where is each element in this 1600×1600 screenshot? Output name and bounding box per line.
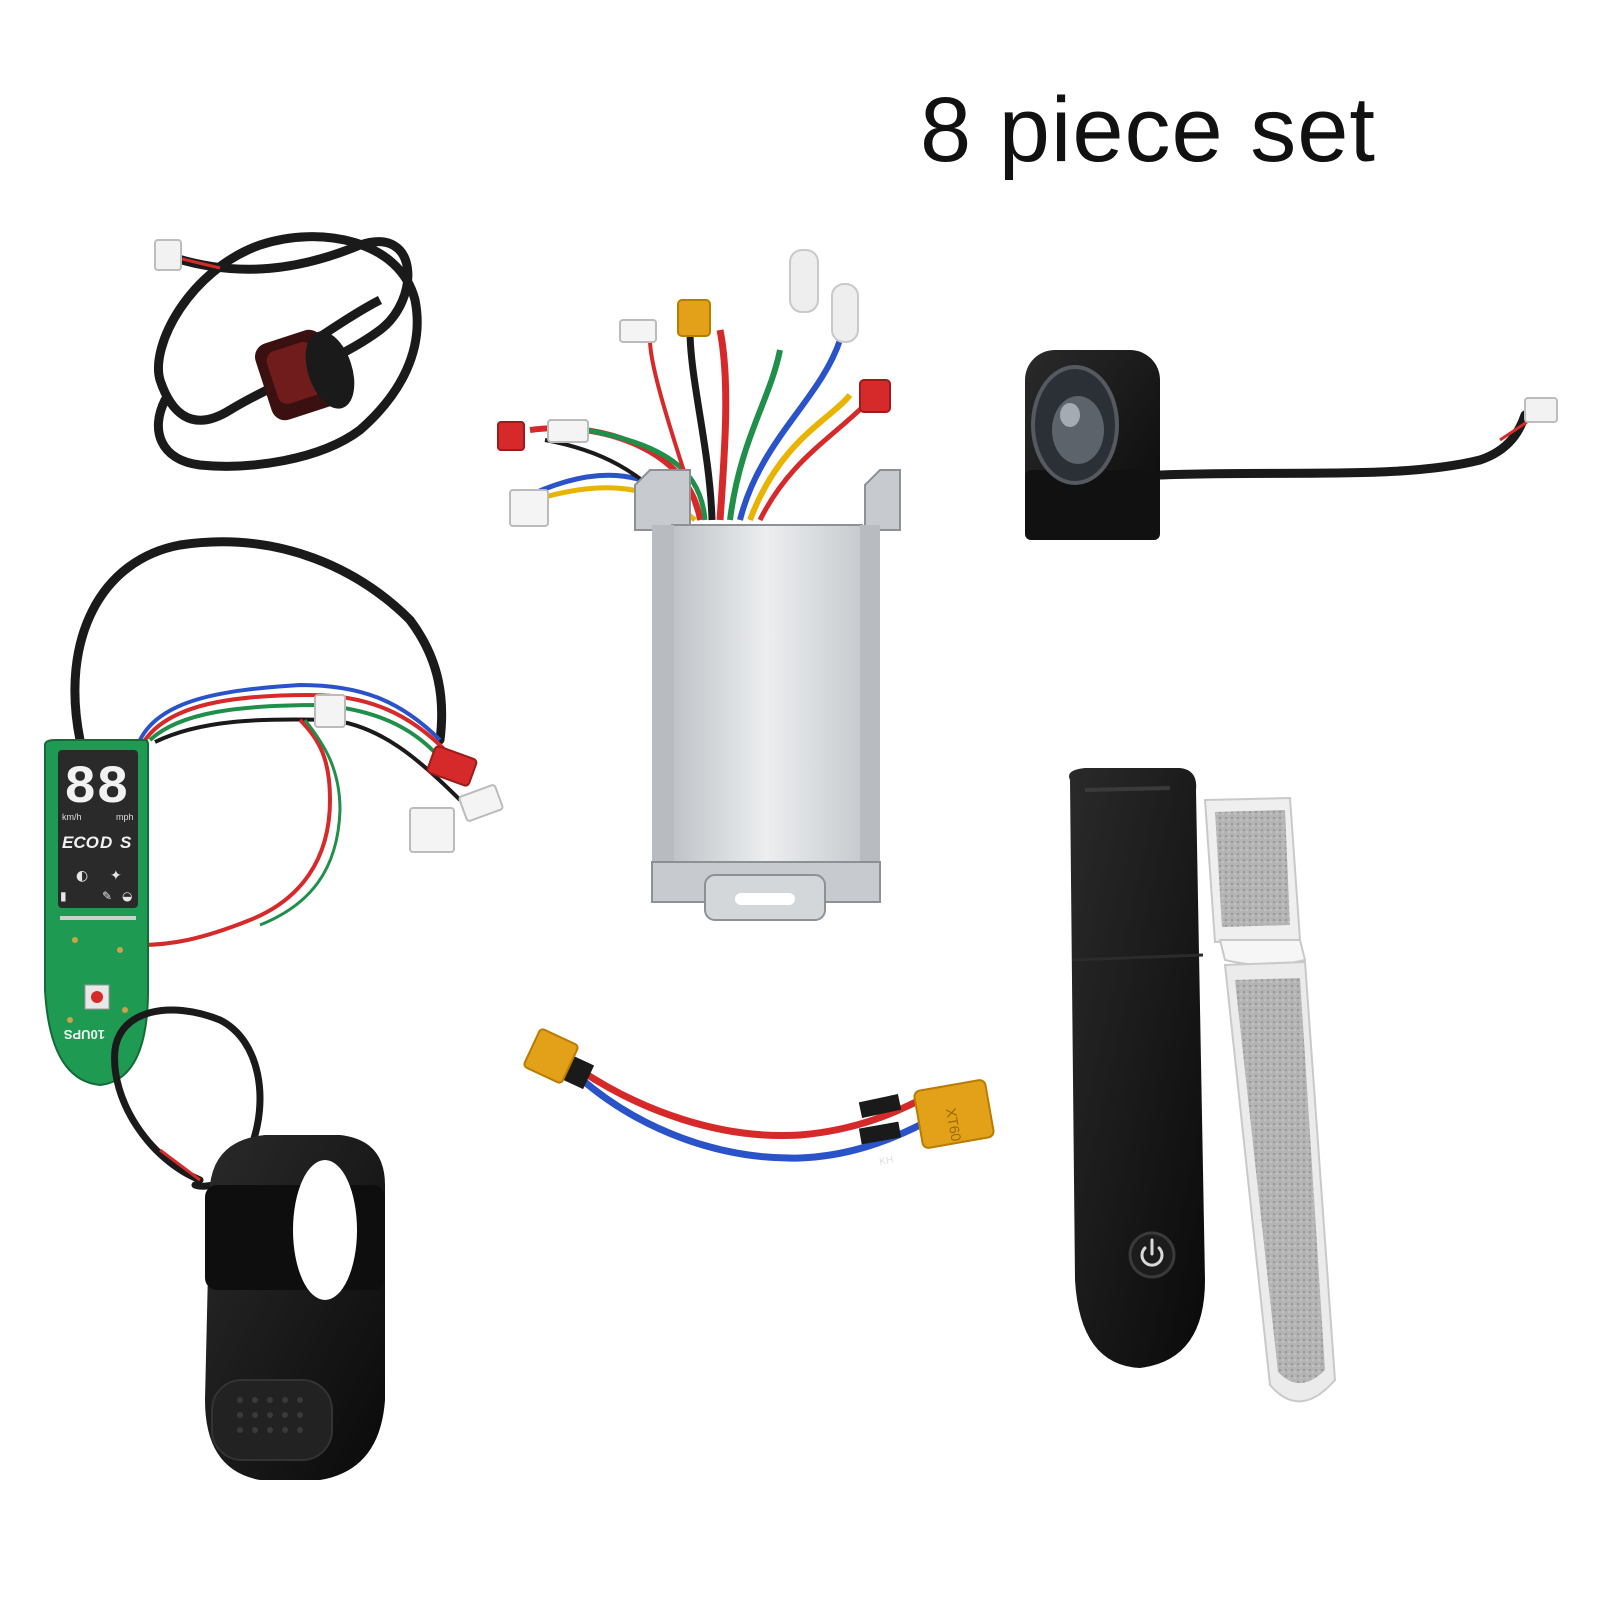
page-title: 8 piece set [920, 79, 1376, 181]
headlight [1025, 350, 1160, 540]
dashboard-pcb: 88 km/h mph ECO D S ◐ ✦ ▮ ✎ ◒ 10UPS [44, 739, 149, 1087]
dashboard-cover [1069, 768, 1205, 1368]
gauge-icon: ◒ [122, 889, 132, 903]
adhesive-sticker [1203, 796, 1337, 1403]
headlight-indicator-icon: ◐ [76, 868, 88, 884]
walk-mode-icon: ✦ [110, 868, 122, 884]
brake-light-connector [154, 239, 182, 271]
wrench-icon: ✎ [102, 889, 112, 903]
small-xt-connector [523, 1028, 579, 1084]
board-mark: 10UPS [63, 1027, 105, 1042]
controller-box [634, 469, 901, 921]
unit-mph-label: mph [116, 812, 134, 822]
controller-wires [518, 329, 872, 522]
brake-light [254, 329, 355, 421]
xt60-connector: XT60 [913, 1079, 995, 1149]
mode-s-label: S [120, 833, 132, 852]
controller-connectors [497, 249, 891, 527]
dashboard-connectors [314, 694, 504, 853]
headlight-cable [1155, 410, 1531, 480]
unit-kmh-label: km/h [62, 812, 82, 822]
temperature-icon: ▮ [60, 889, 67, 903]
adapter-wires [555, 1052, 922, 1162]
mode-eco-label: ECO [62, 833, 99, 852]
wire-mark: KH [879, 1155, 895, 1168]
mode-d-label: D [100, 833, 112, 852]
speed-readout: 88 [64, 758, 129, 819]
power-icon [1140, 1238, 1164, 1267]
xt60-label: XT60 [943, 1107, 965, 1143]
headlight-connector [1524, 397, 1558, 423]
throttle [205, 1135, 385, 1480]
